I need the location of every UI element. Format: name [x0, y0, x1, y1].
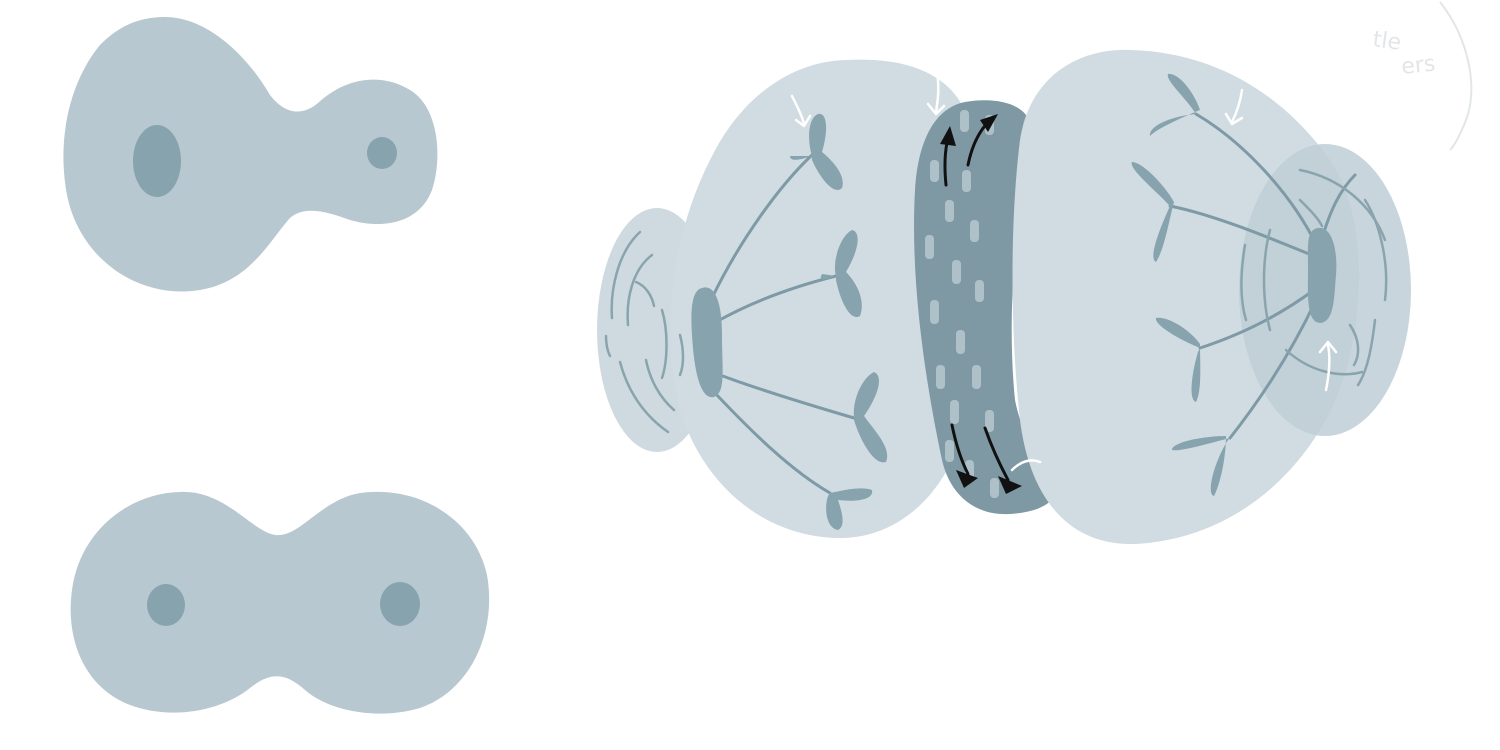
left-nucleus [147, 584, 185, 626]
ring-dash [975, 280, 984, 302]
spindle-diagram [597, 49, 1411, 545]
left-arc-2 [626, 253, 654, 327]
motor-protein-6 [1131, 162, 1174, 262]
motor-protein-8 [1172, 436, 1230, 496]
ring-dash [962, 170, 971, 192]
left-arc-8 [634, 280, 656, 308]
left-arc-4 [618, 360, 670, 434]
ring-dash [925, 235, 934, 259]
white-arrow-3 [1224, 88, 1244, 126]
ring-dash [985, 410, 994, 432]
large-nucleus [133, 125, 181, 197]
left-aster-fiber-1 [710, 153, 814, 300]
symmetric-cell-body [70, 491, 490, 714]
right-arc-4 [1240, 243, 1248, 322]
arrowhead-up-2 [980, 114, 998, 132]
left-arc-7 [678, 333, 685, 377]
left-daughter-cell [670, 59, 976, 539]
right-aster-fiber-2 [1168, 204, 1316, 258]
arrowhead-down-2 [998, 476, 1022, 494]
left-motor-proteins [790, 113, 888, 530]
arrowhead-up-1 [940, 126, 956, 146]
right-aster-fiber-1 [1194, 112, 1320, 250]
ring-dash [930, 160, 939, 182]
motor-protein-3 [853, 372, 888, 463]
ring-dash [990, 478, 999, 498]
right-arc-8 [1298, 198, 1324, 228]
right-arc-5 [1284, 348, 1364, 376]
ring-dash [945, 200, 954, 222]
left-aster-fiber-3 [718, 373, 856, 420]
right-daughter-cell [1012, 49, 1360, 545]
ring-dash [960, 110, 969, 132]
motor-protein-2 [820, 230, 862, 318]
left-arc-6 [660, 308, 668, 380]
motor-protein-4 [826, 488, 873, 530]
motor-protein-5 [1149, 73, 1200, 136]
right-centrosome [1307, 227, 1337, 323]
symmetric-dividing-cell [70, 491, 490, 714]
ring-dash [936, 365, 945, 389]
left-arc-1 [610, 230, 642, 320]
right-motor-proteins [1131, 73, 1230, 496]
black-constriction-arrows [943, 118, 1010, 482]
right-arc-3 [1262, 228, 1272, 332]
left-pole-arcs [604, 230, 685, 434]
right-arc-1 [1298, 168, 1387, 242]
left-arc-5 [644, 358, 676, 412]
right-pole-arcs [1240, 168, 1388, 387]
white-arrow-4 [1318, 340, 1338, 392]
asymmetric-dividing-cell [63, 17, 438, 292]
small-nucleus [367, 137, 397, 169]
right-aster-fiber-3 [1198, 288, 1316, 350]
left-aster-fiber-4 [712, 390, 832, 495]
black-arrow-down-1 [950, 423, 970, 476]
ring-dash [930, 300, 939, 324]
white-arrow-5 [1010, 459, 1042, 472]
black-arrow-down-2 [983, 426, 1010, 482]
white-arrow-1 [790, 94, 812, 128]
asymmetric-cell-body [63, 17, 438, 292]
ring-dash [950, 400, 959, 424]
scribble-line-1: tle [1371, 27, 1402, 56]
white-membrane-arrows [790, 66, 1338, 472]
scribble-bracket [1439, 1, 1473, 151]
ring-dash [970, 220, 979, 242]
left-arc-3 [604, 334, 612, 358]
ring-dash [972, 365, 981, 389]
motor-protein-1 [790, 113, 843, 190]
motor-protein-7 [1155, 317, 1201, 402]
right-arc-6 [1348, 323, 1360, 367]
left-centrosome [691, 287, 723, 398]
ring-dash [945, 440, 954, 462]
ring-dash [952, 260, 961, 284]
white-arrow-2 [926, 66, 946, 116]
right-nucleus [380, 582, 420, 626]
corner-scribble: tle ers [1371, 1, 1473, 151]
arrowhead-down-1 [956, 470, 978, 488]
right-arc-2 [1363, 198, 1388, 302]
scribble-line-2: ers [1400, 52, 1436, 80]
ring-dash [956, 330, 965, 354]
black-arrowheads [940, 114, 1022, 494]
right-arc-7 [1356, 318, 1377, 387]
right-aster-fiber-4 [1228, 298, 1318, 440]
